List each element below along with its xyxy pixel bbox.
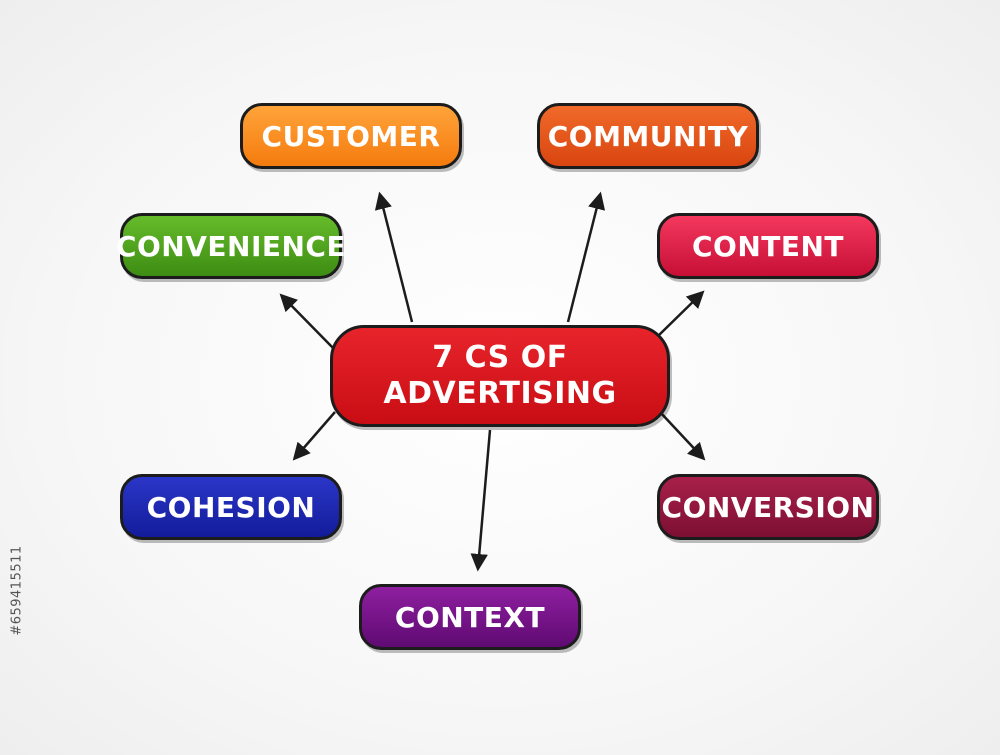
node-content: CONTENT bbox=[657, 213, 879, 279]
node-context: CONTEXT bbox=[359, 584, 581, 650]
node-conversion-label: CONVERSION bbox=[661, 490, 875, 524]
node-customer-label: CUSTOMER bbox=[261, 119, 441, 153]
stock-id-text: #659415511 bbox=[2, 520, 32, 660]
node-customer: CUSTOMER bbox=[240, 103, 462, 169]
arrow-to-convenience bbox=[279, 293, 336, 351]
node-cohesion: COHESION bbox=[120, 474, 342, 540]
stock-id-label: #659415511 bbox=[9, 544, 25, 636]
node-context-label: CONTEXT bbox=[394, 600, 546, 634]
node-community: COMMUNITY bbox=[537, 103, 759, 169]
center-title-line-1: 7 CS OF bbox=[432, 340, 568, 375]
arrow-to-cohesion bbox=[292, 411, 336, 461]
node-convenience: CONVENIENCE bbox=[116, 213, 346, 279]
node-cohesion-label: COHESION bbox=[146, 490, 316, 524]
arrow-to-content bbox=[657, 290, 705, 337]
node-content-label: CONTENT bbox=[691, 229, 845, 263]
node-community-label: COMMUNITY bbox=[547, 119, 749, 153]
arrow-to-conversion bbox=[659, 411, 706, 461]
center-title-line-2: ADVERTISING bbox=[383, 376, 617, 411]
arrow-to-customer bbox=[374, 191, 414, 323]
arrow-to-community bbox=[566, 191, 606, 323]
node-conversion: CONVERSION bbox=[657, 474, 879, 540]
node-convenience-label: CONVENIENCE bbox=[115, 229, 347, 263]
center-node: 7 CS OF ADVERTISING bbox=[330, 325, 670, 427]
arrow-to-context bbox=[470, 429, 492, 572]
